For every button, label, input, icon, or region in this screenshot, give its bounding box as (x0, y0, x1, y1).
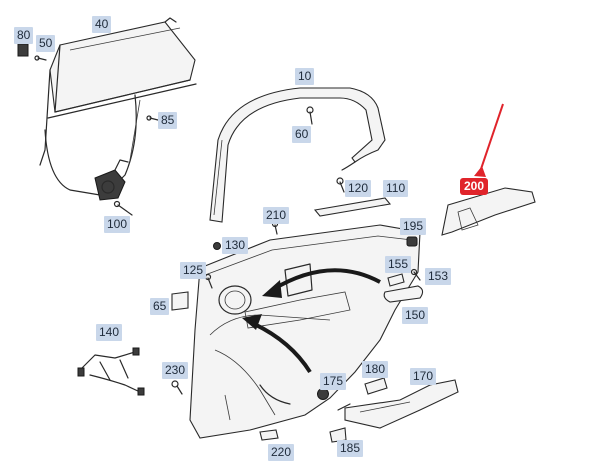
clip-part-220[interactable] (259, 429, 279, 441)
screw-part-50[interactable] (34, 55, 47, 61)
assembly-arrow-upper (262, 268, 381, 298)
screw-part-85[interactable] (146, 115, 159, 121)
callout-170: 170 (410, 368, 437, 385)
bolt-part-100[interactable] (113, 200, 133, 216)
highlight-arrow (474, 103, 504, 177)
callout-50: 50 (36, 35, 56, 52)
callout-200: 200 (460, 178, 489, 195)
plug-part-195[interactable] (406, 236, 418, 247)
trim-panel-part-200[interactable] (441, 187, 536, 236)
knob-part-175[interactable] (317, 388, 329, 400)
callout-85: 85 (158, 112, 178, 129)
callout-60: 60 (292, 126, 312, 143)
callout-65: 65 (150, 298, 170, 315)
wiring-harness-part-140[interactable] (77, 347, 145, 396)
callout-150: 150 (402, 307, 429, 324)
door-panel[interactable] (189, 224, 421, 439)
callout-120: 120 (345, 180, 372, 197)
callout-220: 220 (268, 444, 295, 461)
callout-210: 210 (263, 207, 290, 224)
button-part-130[interactable] (213, 242, 221, 250)
callout-180: 180 (362, 361, 389, 378)
handle-part-150[interactable] (383, 285, 424, 303)
callout-100: 100 (104, 216, 131, 233)
window-regulator[interactable] (44, 94, 141, 201)
assembly-arrow-lower (242, 314, 312, 374)
clip-part-155[interactable] (387, 273, 405, 287)
callout-110: 110 (383, 180, 409, 197)
trim-strip-part-110[interactable] (313, 197, 392, 217)
clip-part-80[interactable] (17, 43, 29, 57)
callout-80: 80 (14, 27, 34, 44)
pin-part-60[interactable] (306, 106, 314, 125)
callout-140: 140 (96, 324, 123, 341)
clip-part-153[interactable] (410, 268, 421, 281)
callout-175: 175 (320, 373, 347, 390)
callout-130: 130 (222, 237, 249, 254)
callout-230: 230 (162, 362, 189, 379)
trim-part-180[interactable] (364, 377, 388, 395)
callout-195: 195 (400, 218, 427, 235)
callout-40: 40 (92, 16, 112, 33)
armrest-part-170[interactable] (337, 379, 459, 429)
callout-10: 10 (295, 68, 315, 85)
screw-part-230[interactable] (171, 380, 183, 395)
callout-185: 185 (337, 440, 364, 457)
clip-part-120[interactable] (336, 177, 345, 193)
callout-125: 125 (180, 262, 207, 279)
window-seal-part-10[interactable] (209, 87, 386, 223)
callout-155: 155 (385, 256, 412, 273)
pad-part-65[interactable] (171, 291, 189, 311)
callout-153: 153 (425, 268, 452, 285)
window-glass-part-40[interactable] (39, 17, 197, 166)
